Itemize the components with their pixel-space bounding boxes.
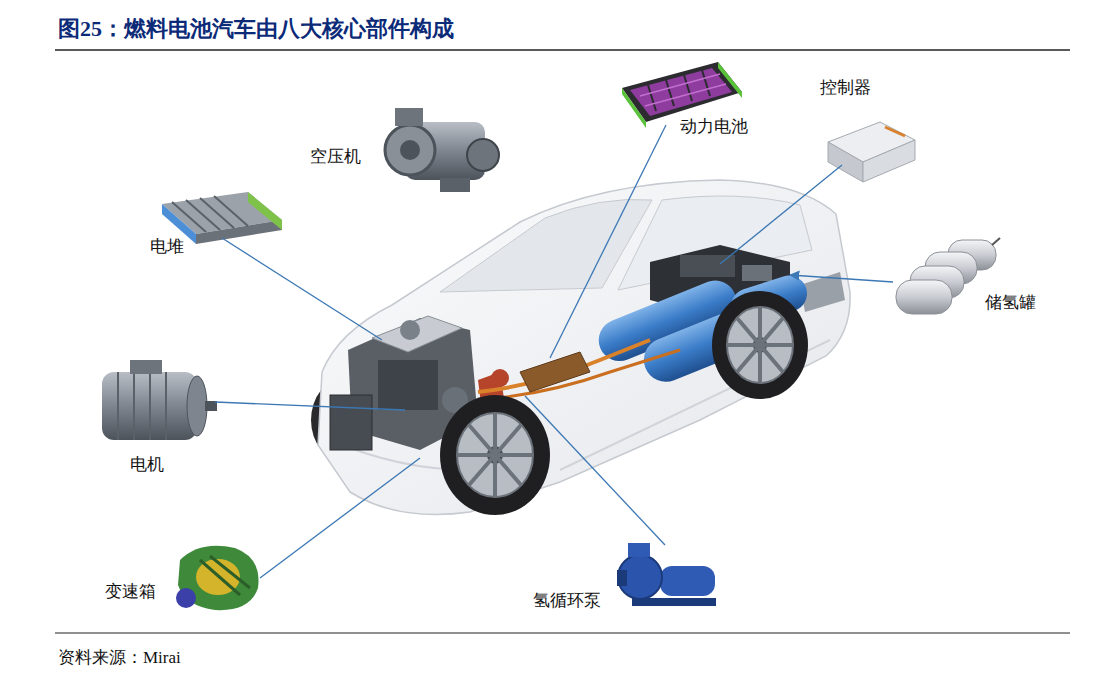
part-name: 变速箱 (103, 582, 158, 602)
car-hydrogen-tanks (592, 271, 811, 389)
leader-lines (215, 125, 893, 578)
source-caption: 资料来源：Mirai (58, 646, 181, 669)
part-name: 氢循环泵 (531, 591, 603, 611)
air-compressor-picture (385, 108, 499, 192)
figure-title: 图25：燃料电池汽车由八大核心部件构成 (58, 14, 454, 44)
part-name: 空压机 (308, 147, 363, 167)
title-rule (55, 49, 1070, 51)
motor-picture (102, 360, 217, 440)
part-name: 电堆 (148, 237, 186, 257)
part-name: 动力电池 (678, 117, 750, 137)
controller-picture (828, 122, 915, 182)
near-wheels (440, 291, 808, 515)
car-body (318, 180, 850, 515)
gearbox-picture (176, 546, 259, 610)
part-name: 储氢罐 (983, 293, 1038, 313)
part-name: 电机 (128, 455, 166, 475)
pump-picture (617, 543, 716, 606)
footer-rule (55, 632, 1070, 633)
part-name: 控制器 (818, 78, 873, 98)
cables (478, 340, 680, 400)
